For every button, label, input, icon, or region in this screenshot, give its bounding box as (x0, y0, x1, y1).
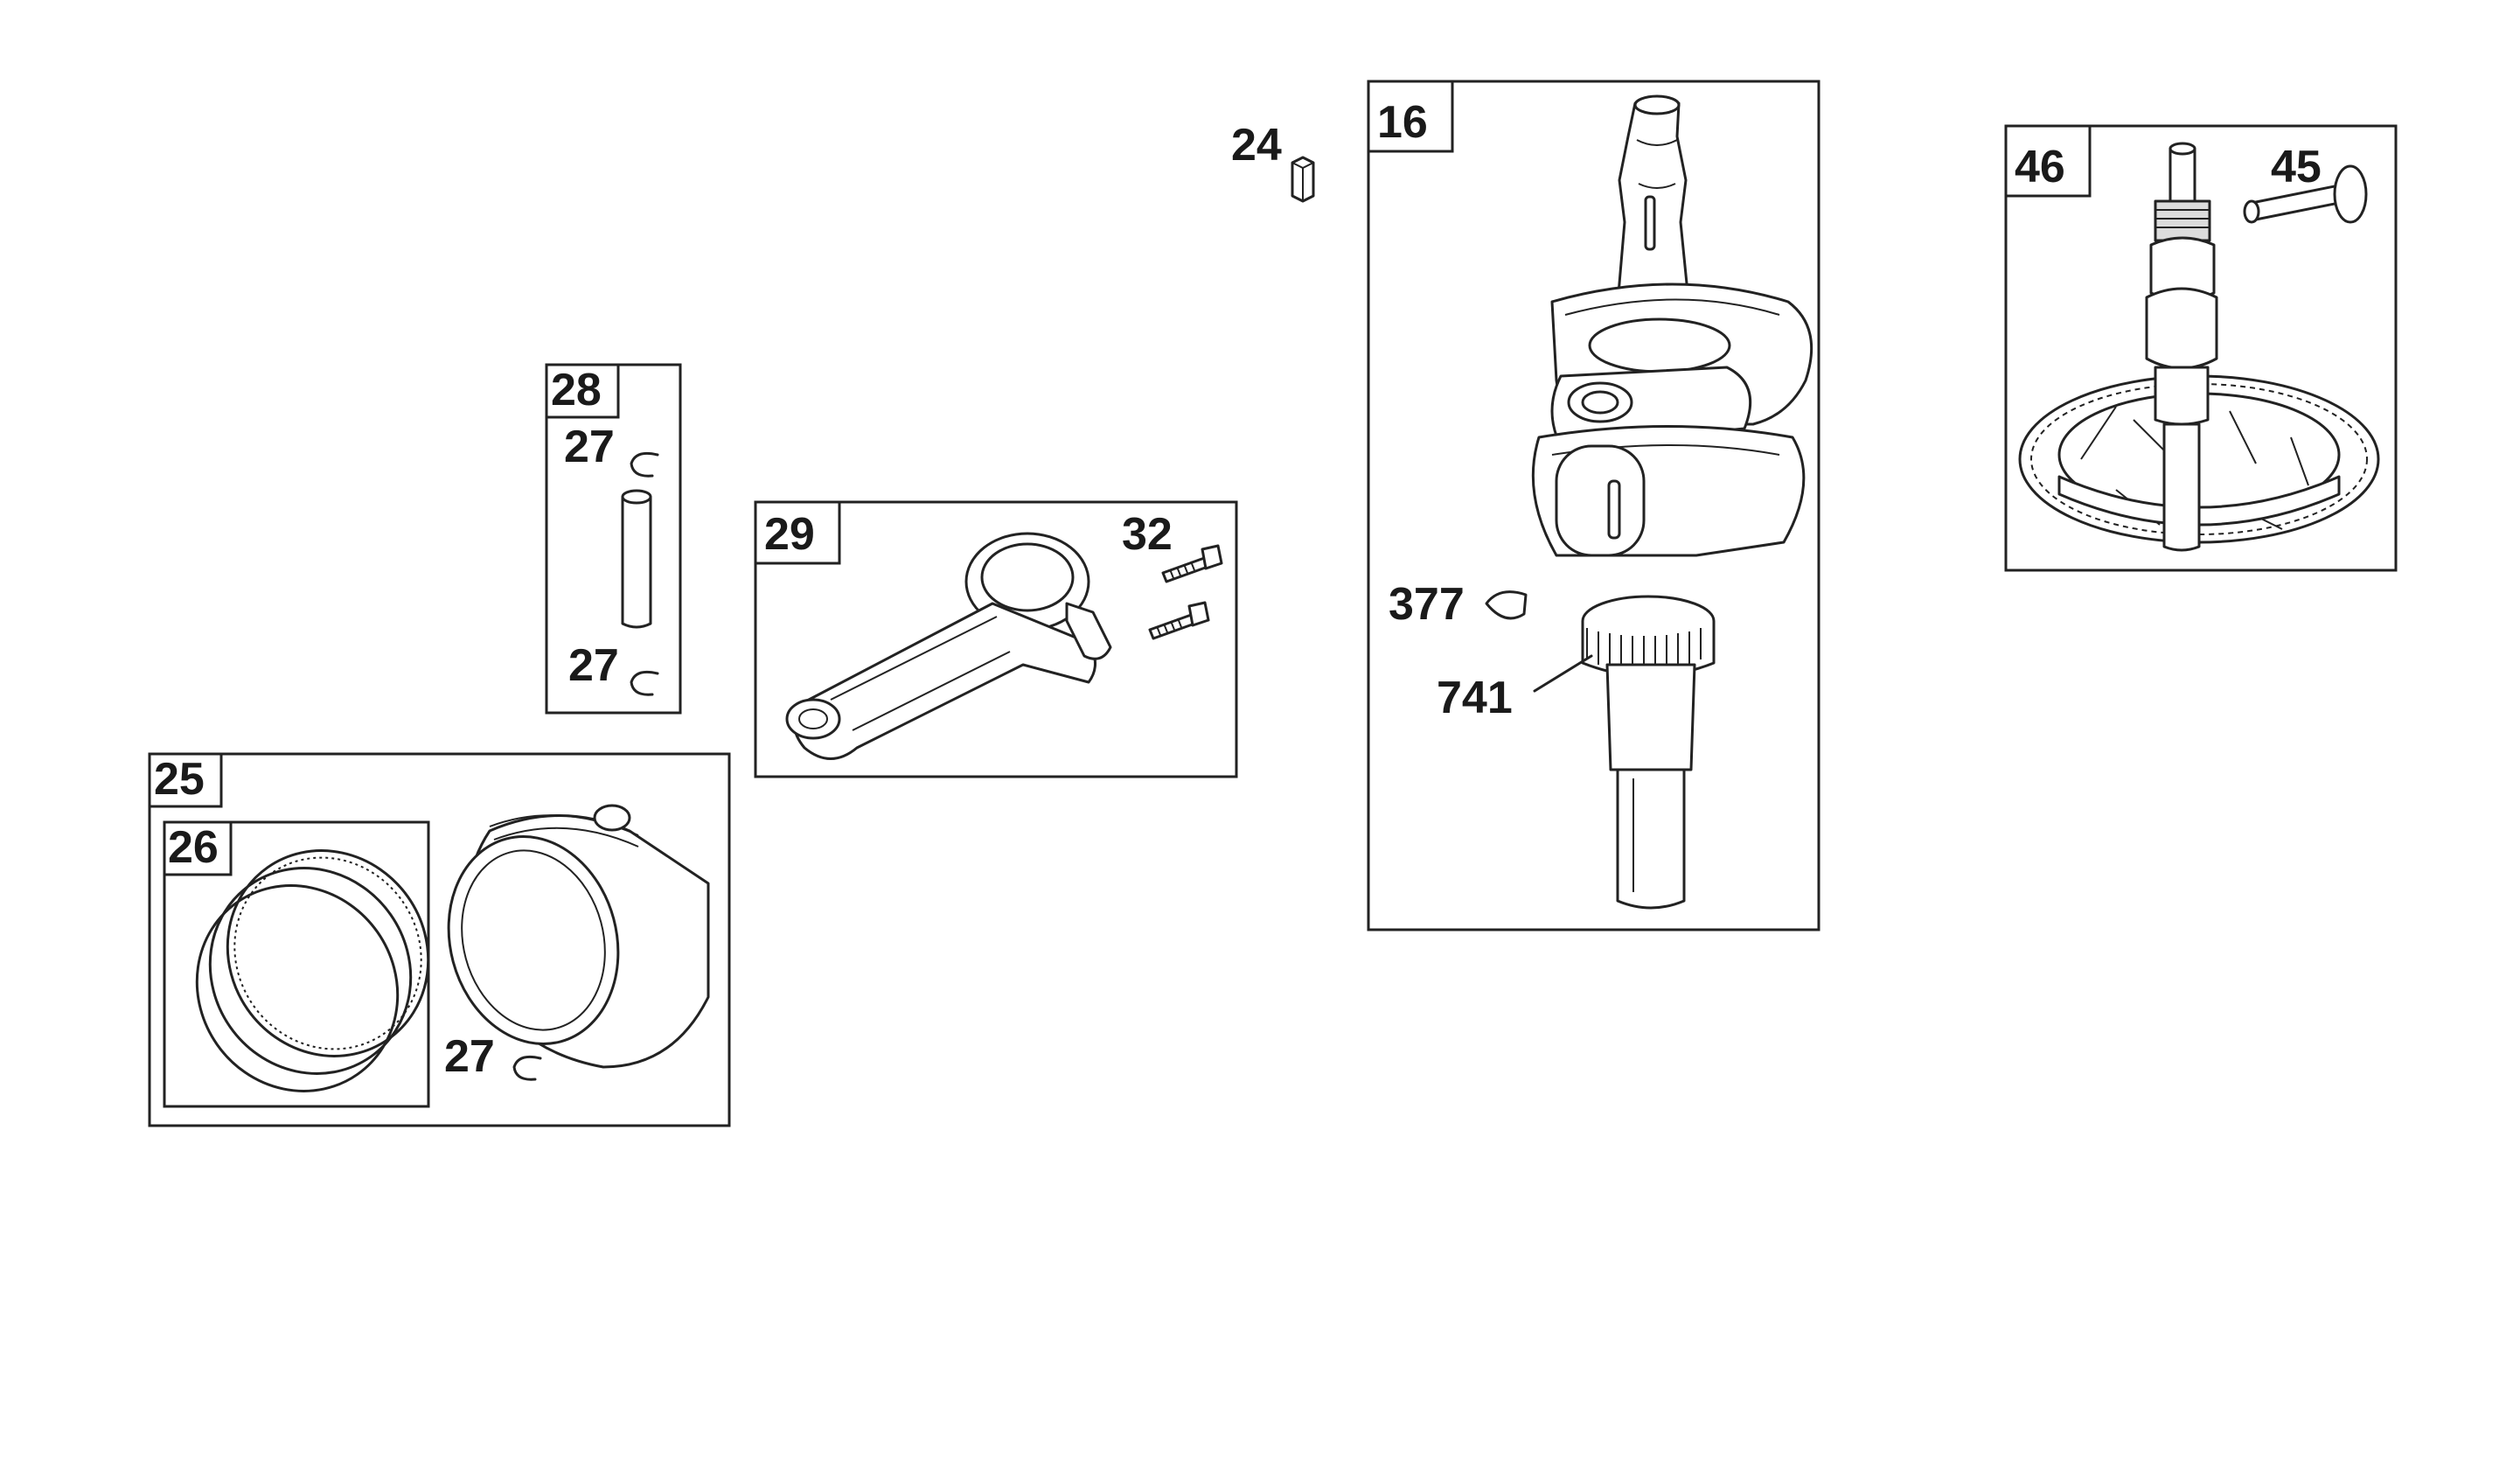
piston-pin-group[interactable]: 28 27 27 (545, 363, 682, 715)
group-label-25: 25 (154, 754, 205, 805)
label-27-bottom: 27 (568, 640, 619, 691)
piston-pin (621, 495, 652, 629)
piston-rings-drawing (195, 849, 430, 1092)
screw-icon (1148, 601, 1210, 640)
retainer-clip-icon (512, 1055, 542, 1081)
screws-part-32[interactable]: 32 (1122, 509, 1223, 640)
screw-icon (1161, 544, 1223, 583)
label-741: 741 (1437, 673, 1513, 723)
group-label-26: 26 (168, 822, 219, 873)
group-label-16: 16 (1377, 97, 1428, 148)
label-45: 45 (2271, 142, 2322, 192)
retainer-clip-icon (630, 451, 659, 478)
piston-assembly-group[interactable]: 25 26 27 (148, 752, 731, 1131)
crankshaft-group[interactable]: 16 (1367, 80, 1820, 931)
timing-gear-part-741[interactable]: 741 (1437, 654, 1593, 723)
camshaft-drawing (2018, 142, 2380, 552)
label-24: 24 (1231, 120, 1282, 171)
key-part-24[interactable]: 24 (1231, 120, 1315, 203)
connecting-rod-drawing (785, 532, 1112, 760)
retainer-clip-icon (630, 670, 659, 696)
label-27-top: 27 (564, 422, 615, 472)
piston-drawing (447, 804, 710, 1069)
label-27-piston: 27 (444, 1031, 495, 1082)
woodruff-key-part-377[interactable]: 377 (1389, 579, 1528, 630)
lifter-part-45[interactable]: 45 (2243, 142, 2368, 224)
group-label-29: 29 (764, 509, 815, 560)
connecting-rod-group[interactable]: 29 (754, 500, 1238, 778)
ring-set-group[interactable]: 26 (157, 811, 468, 1130)
label-377: 377 (1389, 579, 1465, 630)
crankshaft-drawing (1531, 94, 1813, 910)
group-label-28: 28 (551, 365, 602, 415)
camshaft-group[interactable]: 46 (2004, 124, 2398, 572)
group-label-46: 46 (2015, 142, 2065, 192)
label-32: 32 (1122, 509, 1173, 560)
